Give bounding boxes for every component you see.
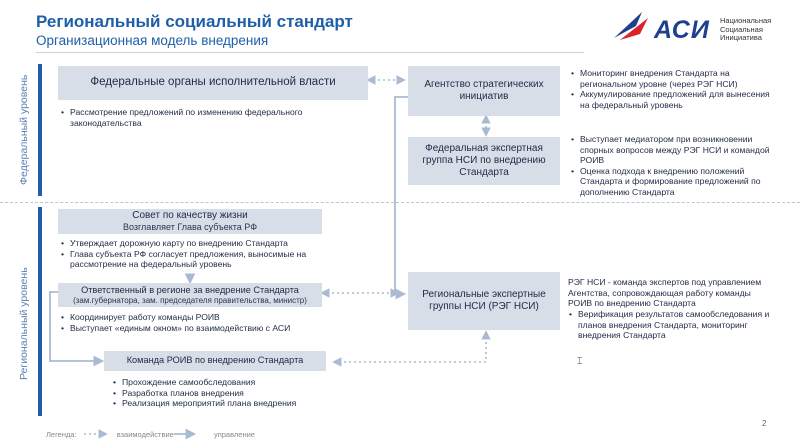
legend-label: Легенда: bbox=[46, 430, 77, 439]
responsible-box: Ответственный в регионе за внедрение Ста… bbox=[58, 283, 322, 307]
list-item: Прохождение самообследования bbox=[112, 377, 342, 388]
team-box: Команда РОИВ по внедрению Стандарта bbox=[104, 351, 326, 371]
list-item: Утверждает дорожную карту по внедрению С… bbox=[60, 238, 330, 249]
team-bullets: Прохождение самообследования Разработка … bbox=[112, 377, 342, 409]
box-label: Совет по качеству жизни bbox=[132, 210, 248, 222]
box-label: Ответственный в регионе за внедрение Ста… bbox=[81, 284, 299, 295]
box-sublabel: Возглавляет Глава субъекта РФ bbox=[122, 222, 258, 233]
regional-expert-groups-bullets: Верификация результатов самообследования… bbox=[568, 309, 780, 341]
agency-bullets: Мониторинг внедрения Стандарта на регион… bbox=[570, 68, 770, 110]
list-item: Разработка планов внедрения bbox=[112, 388, 342, 399]
federal-expert-group-bullets: Выступает медиатором при возникновении с… bbox=[570, 134, 770, 198]
list-item: Выступает «единым окном» по взаимодейств… bbox=[60, 323, 330, 334]
legend-interaction: взаимодействие bbox=[116, 430, 174, 439]
logo-line: Инициатива bbox=[720, 33, 762, 42]
list-item: Рассмотрение предложений по изменению фе… bbox=[60, 107, 330, 128]
list-item: Аккумулирование предложений для вынесени… bbox=[570, 89, 770, 110]
connector-responsible-team bbox=[49, 291, 105, 367]
regional-expert-groups-description: РЭГ НСИ - команда экспертов под управлен… bbox=[568, 277, 762, 309]
list-item: Координирует работу команды РОИВ bbox=[60, 312, 330, 323]
page-subtitle: Организационная модель внедрения bbox=[36, 33, 269, 48]
list-item: Мониторинг внедрения Стандарта на регион… bbox=[570, 68, 770, 89]
connector-team-reg-experts bbox=[332, 330, 491, 367]
box-label: Региональные экспертные группы НСИ (РЭГ … bbox=[422, 289, 546, 312]
page-title: Региональный социальный стандарт bbox=[36, 12, 353, 31]
responsible-bullets: Координирует работу команды РОИВ Выступа… bbox=[60, 312, 330, 333]
list-item: Глава субъекта РФ согласует предложения,… bbox=[60, 249, 330, 270]
agency-box: Агентство стратегических инициатив bbox=[408, 66, 560, 116]
title-divider bbox=[36, 52, 584, 53]
federal-level-band bbox=[38, 64, 42, 196]
legend: Легенда: взаимодействие управление bbox=[46, 430, 263, 439]
regional-level-band bbox=[38, 207, 42, 416]
regional-expert-groups-box: Региональные экспертные группы НСИ (РЭГ … bbox=[408, 272, 560, 330]
federal-authorities-bullets: Рассмотрение предложений по изменению фе… bbox=[60, 107, 330, 128]
box-label: Федеральная экспертная группа НСИ по вне… bbox=[422, 143, 546, 178]
council-box: Совет по качеству жизни Возглавляет Глав… bbox=[58, 209, 322, 234]
list-item: Оценка подхода к внедрению положений Ста… bbox=[570, 166, 770, 198]
cursor-icon: ⌶ bbox=[577, 356, 583, 366]
council-bullets: Утверждает дорожную карту по внедрению С… bbox=[60, 238, 330, 270]
box-label: Агентство стратегических инициатив bbox=[424, 79, 544, 102]
list-item: Реализация мероприятий плана внедрения bbox=[112, 398, 342, 409]
logo-text: Национальная Социальная Инициатива bbox=[720, 16, 772, 43]
level-divider bbox=[0, 202, 800, 203]
page-number: 2 bbox=[762, 419, 767, 428]
list-item: Верификация результатов самообследования… bbox=[568, 309, 780, 341]
logo-abbr: АСИ bbox=[654, 16, 710, 44]
federal-authorities-box: Федеральные органы исполнительной власти bbox=[58, 66, 368, 100]
federal-expert-group-box: Федеральная экспертная группа НСИ по вне… bbox=[408, 137, 560, 185]
connector-agency-reg-experts bbox=[394, 96, 408, 300]
box-label: Федеральные органы исполнительной власти bbox=[90, 76, 336, 89]
logo-line: Социальная bbox=[720, 24, 763, 34]
logo-line: Национальная bbox=[720, 16, 772, 25]
box-label: Команда РОИВ по внедрению Стандарта bbox=[126, 355, 304, 366]
legend-management: управление bbox=[213, 430, 255, 439]
asi-logo-icon bbox=[614, 12, 648, 40]
list-item: Выступает медиатором при возникновении с… bbox=[570, 134, 770, 166]
box-sublabel: (зам.губернатора, зам. председателя прав… bbox=[73, 295, 307, 305]
